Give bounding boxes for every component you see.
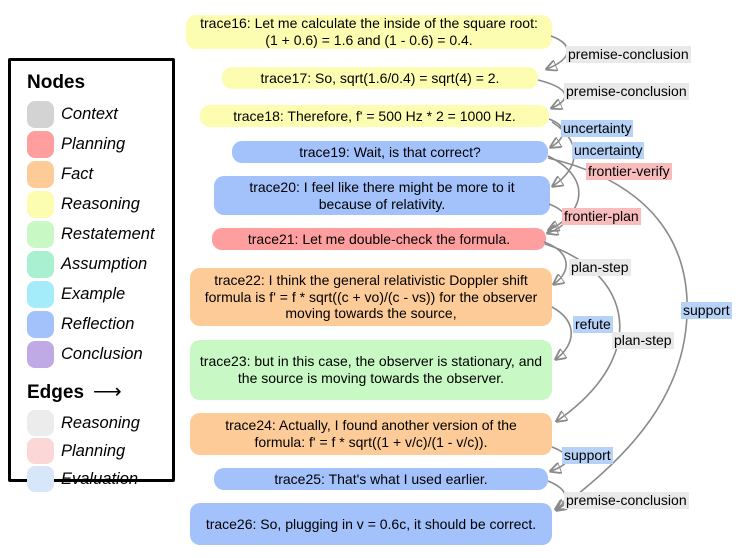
edge-label-premise-conclusion: premise-conclusion	[564, 83, 689, 100]
context-color-swatch	[27, 100, 54, 128]
node-trace16: trace16: Let me calculate the inside of …	[186, 15, 552, 49]
legend-item-assumption: Assumption	[27, 249, 172, 279]
legend-item-label: Restatement	[61, 224, 155, 243]
node-trace24: trace24: Actually, I found another versi…	[190, 413, 552, 455]
legend-item-label: Planning	[61, 134, 126, 153]
node-trace18: trace18: Therefore, f' = 500 Hz * 2 = 10…	[200, 105, 549, 127]
node-trace17: trace17: So, sqrt(1.6/0.4) = sqrt(4) = 2…	[222, 67, 538, 89]
edge-reasoning-color-swatch	[27, 410, 54, 436]
legend: Nodes Context Planning Fact Reasoning Re…	[8, 58, 175, 492]
legend-edges-title-text: Edges	[27, 382, 85, 403]
edge-label-premise-conclusion: premise-conclusion	[566, 46, 691, 63]
legend-item-reasoning: Reasoning	[27, 189, 172, 219]
node-trace21: trace21: Let me double-check the formula…	[212, 228, 546, 250]
legend-item-label: Reasoning	[61, 194, 140, 213]
conclusion-color-swatch	[27, 340, 54, 368]
legend-item-label: Example	[61, 284, 126, 303]
edge-label-support: support	[562, 447, 613, 464]
assumption-color-swatch	[27, 250, 54, 278]
legend-item-edge-evaluation: Evaluation	[27, 465, 172, 493]
reasoning-color-swatch	[27, 190, 54, 218]
legend-nodes-title-text: Nodes	[27, 72, 86, 93]
legend-item-fact: Fact	[27, 159, 172, 189]
legend-item-label: Reasoning	[61, 413, 140, 432]
edge-evaluation-color-swatch	[27, 466, 54, 492]
legend-item-label: Evaluation	[61, 469, 139, 488]
restatement-color-swatch	[27, 220, 54, 248]
legend-item-example: Example	[27, 279, 172, 309]
legend-item-label: Conclusion	[61, 344, 143, 363]
edge-label-uncertainty: uncertainty	[561, 120, 634, 137]
node-trace26: trace26: So, plugging in v = 0.6c, it sh…	[190, 503, 552, 545]
legend-item-label: Fact	[61, 164, 94, 183]
edge-label-frontier-plan: frontier-plan	[562, 208, 641, 225]
legend-item-label: Context	[61, 104, 118, 123]
legend-item-edge-reasoning: Reasoning	[27, 409, 172, 437]
legend-item-context: Context	[27, 99, 172, 129]
node-trace19: trace19: Wait, is that correct?	[232, 141, 548, 163]
legend-item-label: Reflection	[61, 314, 135, 333]
edge-arrow-trace25-trace26	[547, 480, 565, 509]
fact-color-swatch	[27, 160, 54, 188]
edge-label-frontier-verify: frontier-verify	[586, 163, 672, 180]
example-color-swatch	[27, 280, 54, 308]
edge-label-plan-step: plan-step	[612, 332, 674, 349]
edge-label-premise-conclusion: premise-conclusion	[564, 492, 689, 509]
edge-planning-color-swatch	[27, 438, 54, 464]
reflection-color-swatch	[27, 310, 54, 338]
node-trace20: trace20: I feel like there might be more…	[214, 176, 550, 215]
right-arrow-icon: ⟶	[93, 381, 122, 403]
node-trace25: trace25: That's what I used earlier.	[214, 468, 548, 490]
legend-item-label: Assumption	[61, 254, 148, 273]
legend-item-reflection: Reflection	[27, 309, 172, 339]
planning-color-swatch	[27, 130, 54, 158]
edge-arrow-trace22-trace23	[551, 306, 572, 359]
legend-item-restatement: Restatement	[27, 219, 172, 249]
legend-item-label: Planning	[61, 441, 126, 460]
legend-edges-title: Edges ⟶	[27, 380, 172, 405]
edge-arrow-trace17-trace18	[537, 79, 566, 108]
node-trace23: trace23: but in this case, the observer …	[190, 340, 552, 400]
legend-item-conclusion: Conclusion	[27, 339, 172, 369]
node-trace22: trace22: I think the general relativisti…	[190, 268, 552, 326]
edge-label-plan-step: plan-step	[569, 259, 631, 276]
edge-label-support: support	[681, 302, 732, 319]
legend-nodes-title: Nodes	[27, 71, 172, 95]
edge-label-refute: refute	[573, 316, 613, 333]
legend-item-edge-planning: Planning	[27, 437, 172, 465]
edge-label-uncertainty: uncertainty	[572, 142, 645, 159]
legend-item-planning: Planning	[27, 129, 172, 159]
